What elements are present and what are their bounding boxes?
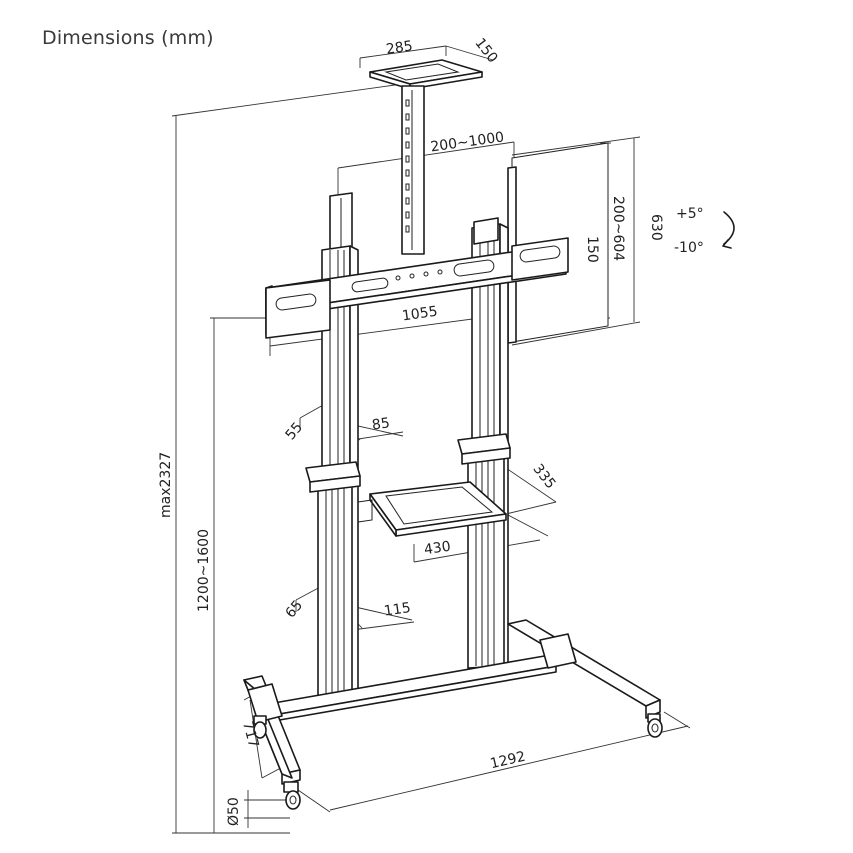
label-camera-shelf-width: 285 bbox=[385, 38, 414, 58]
label-base-width: 1292 bbox=[489, 749, 527, 773]
label-tilt-down: -10° bbox=[674, 240, 704, 256]
label-tilt-up: +5° bbox=[676, 206, 704, 222]
camera-mast bbox=[401, 85, 425, 255]
label-column-lower-width: 115 bbox=[383, 600, 412, 620]
label-column-upper-width: 85 bbox=[371, 415, 391, 433]
label-max-height: max2327 bbox=[158, 452, 174, 518]
label-caster-diameter: Ø50 bbox=[226, 797, 242, 826]
dimension-lines bbox=[171, 45, 691, 834]
diagram-title: Dimensions (mm) bbox=[42, 27, 214, 49]
label-shelf-width: 430 bbox=[423, 539, 452, 559]
label-bracket-width: 1055 bbox=[401, 304, 439, 325]
label-camera-shelf-depth: 150 bbox=[472, 35, 501, 66]
av-shelf bbox=[357, 481, 507, 537]
mount-crossbar bbox=[265, 237, 569, 339]
caster-left-back bbox=[253, 715, 267, 739]
label-vesa-vertical-range: 200~604 bbox=[610, 196, 626, 261]
label-vesa-horizontal: 200~1000 bbox=[430, 129, 506, 155]
label-base-depth: 717 bbox=[239, 720, 261, 750]
caster-right bbox=[647, 713, 663, 738]
label-bracket-arm-height: 150 bbox=[584, 236, 600, 263]
dimension-labels: 285 150 200~1000 630 200~604 150 1055 +5… bbox=[158, 35, 704, 826]
label-bracket-height: 630 bbox=[648, 214, 664, 241]
label-column-lower-depth: 65 bbox=[283, 597, 307, 621]
camera-shelf bbox=[369, 59, 483, 90]
caster-left-front bbox=[283, 781, 301, 810]
label-height-range: 1200~1600 bbox=[196, 529, 212, 612]
tilt-arrow-icon bbox=[722, 211, 735, 249]
label-column-upper-depth: 55 bbox=[283, 419, 307, 443]
stand-base bbox=[243, 619, 663, 810]
